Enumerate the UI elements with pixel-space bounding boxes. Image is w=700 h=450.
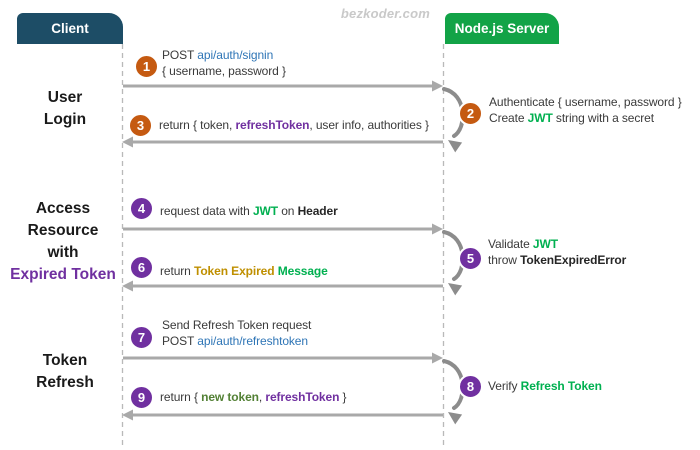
response-arrow-1-head-icon bbox=[122, 136, 133, 148]
message-line: Send Refresh Token request bbox=[162, 317, 311, 333]
client-actor-label: Client bbox=[51, 21, 89, 36]
step-text-1: POST api/auth/signin{ username, password… bbox=[162, 47, 286, 79]
message-segment: , user info, authorities } bbox=[309, 118, 429, 132]
step-number-7: 7 bbox=[137, 330, 146, 345]
section-label-line: Expired Token bbox=[10, 266, 116, 283]
message-segment: on bbox=[277, 204, 298, 218]
server-actor-header: Node.js Server bbox=[445, 13, 559, 44]
message-segment: , bbox=[258, 390, 266, 404]
message-segment: request data with bbox=[160, 204, 253, 218]
step-number-5: 5 bbox=[466, 251, 475, 266]
message-line: Create JWT string with a secret bbox=[489, 110, 682, 126]
message-segment: throw bbox=[488, 253, 521, 267]
step-circle-4: 4 bbox=[129, 196, 154, 221]
message-segment: Verify bbox=[488, 379, 521, 393]
message-line: return { new token, refreshToken } bbox=[160, 389, 347, 405]
step-number-3: 3 bbox=[136, 118, 145, 133]
message-segment: Validate bbox=[488, 237, 533, 251]
step-text-2: Authenticate { username, password }Creat… bbox=[489, 94, 682, 126]
message-line: POST api/auth/signin bbox=[162, 47, 286, 63]
message-segment: Refresh Token bbox=[520, 379, 602, 393]
message-segment: POST bbox=[162, 48, 198, 62]
message-segment: refreshToken bbox=[265, 390, 340, 404]
message-segment: Create bbox=[489, 111, 528, 125]
message-segment: } bbox=[339, 390, 347, 404]
section-label-line: with bbox=[47, 244, 79, 261]
step-text-6: return Token Expired Message bbox=[160, 263, 328, 279]
message-segment: return bbox=[160, 264, 194, 278]
message-segment: JWT bbox=[252, 204, 278, 218]
message-line: return { token, refreshToken, user info,… bbox=[159, 117, 429, 133]
server-process-arc-2-head-icon bbox=[448, 283, 463, 296]
message-line: POST api/auth/refreshtoken bbox=[162, 333, 311, 349]
message-segment: return { token, bbox=[159, 118, 236, 132]
step-text-3: return { token, refreshToken, user info,… bbox=[159, 117, 429, 133]
step-circle-5: 5 bbox=[458, 246, 483, 271]
message-segment: TokenExpiredError bbox=[520, 253, 627, 267]
server-process-arc-1-head-icon bbox=[448, 140, 463, 153]
step-number-8: 8 bbox=[466, 379, 475, 394]
message-line: throw TokenExpiredError bbox=[488, 252, 626, 268]
step-number-1: 1 bbox=[142, 59, 151, 74]
step-number-6: 6 bbox=[137, 260, 146, 275]
step-circle-8: 8 bbox=[458, 374, 483, 399]
message-segment: return { bbox=[160, 390, 202, 404]
message-segment: Header bbox=[297, 204, 338, 218]
message-segment: POST bbox=[162, 334, 198, 348]
section-label-line: Token bbox=[42, 352, 88, 369]
message-segment: Message bbox=[277, 264, 328, 278]
message-line: Verify Refresh Token bbox=[488, 378, 602, 394]
step-circle-2: 2 bbox=[458, 101, 483, 126]
section-label-line: Resource bbox=[27, 222, 99, 239]
request-arrow-3-head-icon bbox=[432, 352, 443, 364]
step-number-9: 9 bbox=[137, 390, 146, 405]
message-segment: { username, password } bbox=[162, 64, 286, 78]
message-line: Validate JWT bbox=[488, 236, 626, 252]
step-text-4: request data with JWT on Header bbox=[160, 203, 338, 219]
message-line: Authenticate { username, password } bbox=[489, 94, 682, 110]
message-segment: JWT bbox=[527, 111, 553, 125]
step-text-8: Verify Refresh Token bbox=[488, 378, 602, 394]
section-label-line: Refresh bbox=[36, 374, 94, 391]
message-segment: new token bbox=[201, 390, 259, 404]
message-segment: Send Refresh Token request bbox=[162, 318, 312, 332]
request-arrow-2-head-icon bbox=[432, 223, 443, 235]
response-arrow-2-head-icon bbox=[122, 280, 133, 292]
message-line: request data with JWT on Header bbox=[160, 203, 338, 219]
step-circle-9: 9 bbox=[129, 385, 154, 410]
step-text-9: return { new token, refreshToken } bbox=[160, 389, 347, 405]
message-segment: string with a secret bbox=[552, 111, 654, 125]
section-label-line: User bbox=[47, 89, 83, 106]
message-segment: api/auth/refreshtoken bbox=[197, 334, 308, 348]
message-segment: refreshToken bbox=[235, 118, 310, 132]
step-number-4: 4 bbox=[137, 201, 146, 216]
message-segment: api/auth/signin bbox=[197, 48, 274, 62]
section-label-line: Access bbox=[35, 200, 91, 217]
watermark: bezkoder.com bbox=[340, 6, 430, 21]
step-number-2: 2 bbox=[466, 106, 475, 121]
client-actor-header: Client bbox=[17, 13, 123, 44]
step-circle-3: 3 bbox=[128, 113, 153, 138]
server-process-arc-3-head-icon bbox=[448, 412, 463, 425]
message-segment: Token Expired bbox=[193, 264, 275, 278]
response-arrow-3-head-icon bbox=[122, 409, 133, 421]
step-circle-1: 1 bbox=[134, 54, 159, 79]
section-label-line: Login bbox=[43, 111, 87, 128]
step-circle-7: 7 bbox=[129, 325, 154, 350]
message-line: { username, password } bbox=[162, 63, 286, 79]
server-actor-label: Node.js Server bbox=[454, 21, 550, 36]
message-segment: Authenticate { username, password } bbox=[489, 95, 682, 109]
step-circle-6: 6 bbox=[129, 255, 154, 280]
request-arrow-1-head-icon bbox=[432, 80, 443, 92]
message-segment: JWT bbox=[532, 237, 558, 251]
message-line: return Token Expired Message bbox=[160, 263, 328, 279]
